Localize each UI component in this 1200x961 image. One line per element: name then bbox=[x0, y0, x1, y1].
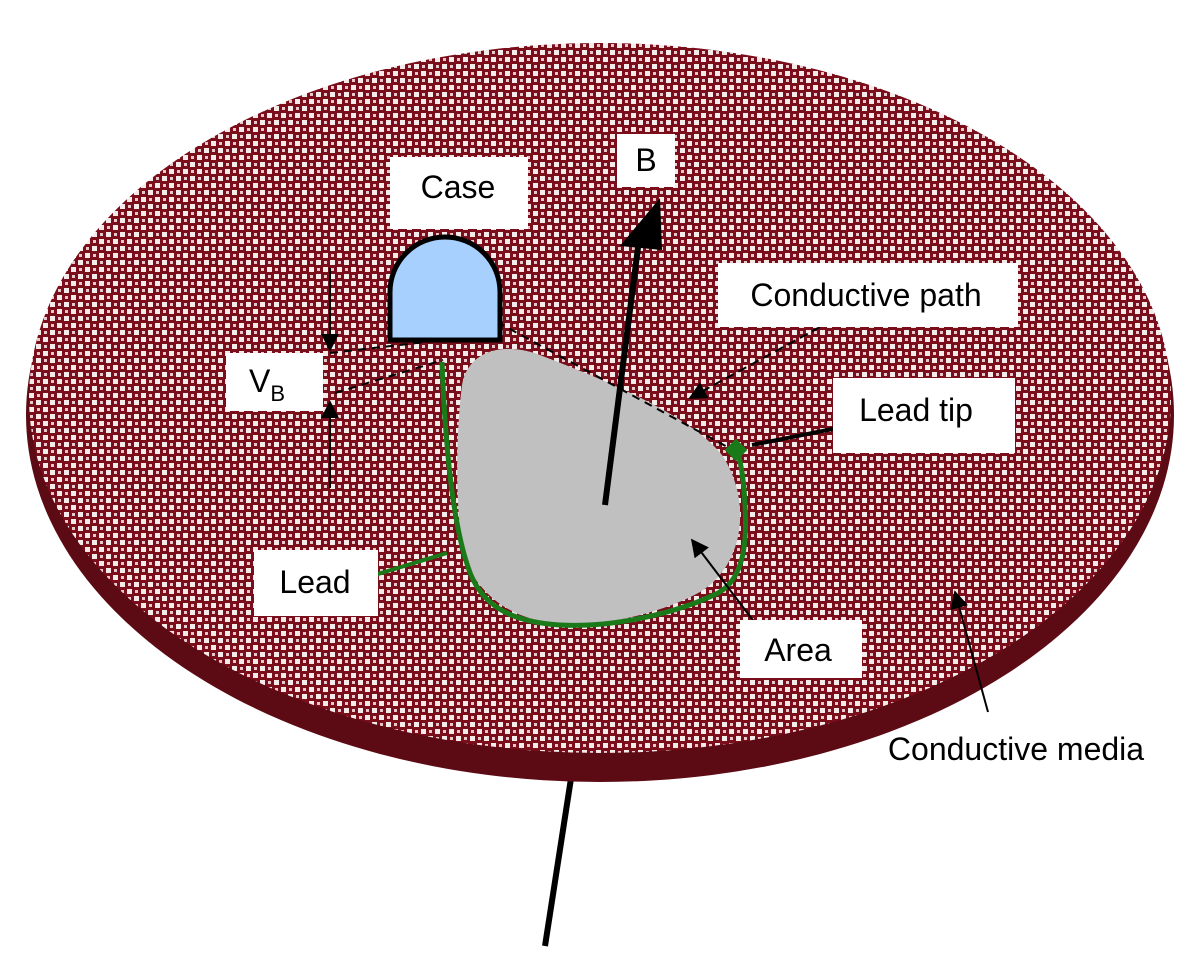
vb-label-main: V bbox=[249, 363, 271, 399]
conductive-media-label: Conductive media bbox=[888, 731, 1144, 767]
b-label-box bbox=[617, 134, 675, 187]
lead-label-connector bbox=[367, 551, 448, 579]
b-field-arrow-shaft bbox=[602, 231, 643, 506]
lead-tip-label-box bbox=[833, 378, 1015, 453]
vb-label: VB bbox=[249, 363, 285, 406]
conductive-path-label: Conductive path bbox=[750, 277, 981, 313]
lead-tip-label: Lead tip bbox=[859, 392, 973, 428]
conductive-path-dashed-3 bbox=[334, 359, 444, 394]
conductive-path-label-box bbox=[718, 263, 1018, 327]
case-label-box bbox=[390, 157, 528, 229]
vb-label-box bbox=[226, 353, 323, 411]
case-label: Case bbox=[421, 169, 496, 205]
case-shape bbox=[387, 234, 503, 343]
b-field-line-lower bbox=[542, 771, 575, 947]
b-label: B bbox=[635, 142, 656, 178]
vb-label-subscript: B bbox=[270, 381, 285, 406]
conductive-path-dashed-2 bbox=[329, 339, 444, 354]
area-label: Area bbox=[764, 632, 832, 668]
area-label-box bbox=[740, 620, 862, 678]
lead-tip-marker bbox=[724, 438, 748, 462]
b-field-arrowhead bbox=[620, 198, 662, 250]
loop-area-shape bbox=[457, 348, 741, 625]
lead-label: Lead bbox=[279, 564, 350, 600]
lead-label-box bbox=[254, 550, 378, 616]
conductive-path-pointer bbox=[688, 326, 821, 399]
lead-wire bbox=[439, 361, 749, 628]
media-pointer bbox=[950, 590, 989, 713]
conductive-path-dashed-1 bbox=[496, 321, 734, 451]
